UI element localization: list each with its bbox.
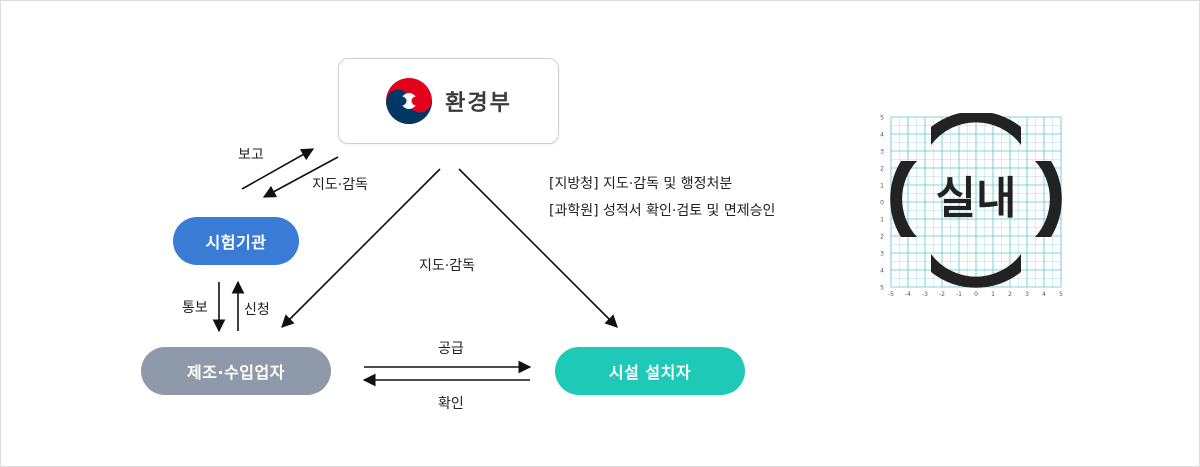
label-guidance-center: 지도·감독	[419, 258, 475, 274]
node-testing-agency-label: 시험기관	[205, 233, 267, 252]
x-tick-label: -2	[939, 291, 945, 298]
x-tick-label: 2	[1008, 291, 1012, 298]
x-tick-label: 1	[991, 291, 995, 298]
indoor-mark-text: 실내	[936, 173, 1017, 224]
ministry-name: 환경부	[445, 91, 512, 116]
y-tick-label: 4	[880, 132, 884, 139]
x-tick-label: 3	[1025, 291, 1029, 298]
x-tick-label: -3	[922, 291, 928, 298]
y-tick-label: 5	[880, 285, 884, 292]
mark-right-arc	[1035, 161, 1062, 237]
y-tick-label: 0	[880, 200, 884, 207]
arrow-report	[241, 148, 315, 190]
label-institute: [과학원] 성적서 확인·검토 및 면제승인	[549, 203, 776, 219]
mark-bottom-arc	[931, 254, 1021, 288]
label-regional-office: [지방청] 지도·감독 및 행정처분	[549, 176, 733, 192]
indoor-mark-grid-figure: 실내 5 4 3 2 1 0 1 2 3 4 5 -5 -4 -3 -2 -1 0 1 2 3 4 5	[880, 113, 1063, 298]
ministry-box: 환경부	[338, 58, 559, 144]
indoor-mark: 실내	[890, 113, 1062, 288]
y-tick-label: 3	[880, 251, 884, 258]
y-tick-label: 2	[880, 234, 884, 241]
label-apply: 신청	[244, 302, 270, 318]
x-tick-label: -4	[905, 291, 911, 298]
node-installer-label: 시설 설치자	[608, 363, 692, 382]
government-emblem-icon	[386, 78, 433, 124]
node-manufacturer: 제조·수입업자	[141, 347, 331, 395]
mark-top-arc	[931, 113, 1021, 145]
arrow-guidance-to-agency	[262, 156, 339, 198]
label-guidance-top: 지도·감독	[312, 177, 368, 193]
y-tick-label: 2	[880, 166, 884, 173]
y-tick-label: 3	[880, 149, 884, 156]
y-tick-label: 4	[880, 268, 884, 275]
node-installer: 시설 설치자	[555, 347, 745, 395]
node-testing-agency: 시험기관	[173, 217, 299, 265]
x-tick-label: 4	[1042, 291, 1046, 298]
label-notify: 통보	[182, 300, 208, 316]
label-report: 보고	[238, 147, 264, 163]
x-tick-label: -5	[888, 291, 894, 298]
y-axis-ticks: 5 4 3 2 1 0 1 2 3 4 5	[880, 115, 884, 292]
node-manufacturer-label: 제조·수입업자	[187, 363, 285, 382]
y-tick-label: 1	[880, 217, 884, 224]
mark-left-arc	[890, 161, 917, 237]
y-tick-label: 1	[880, 183, 884, 190]
label-supply: 공급	[438, 341, 464, 357]
x-tick-label: 0	[974, 291, 978, 298]
x-tick-label: 5	[1059, 291, 1063, 298]
label-confirm: 확인	[438, 396, 464, 412]
y-tick-label: 5	[880, 115, 884, 122]
x-tick-label: -1	[956, 291, 962, 298]
arrow-guidance-to-manufacturer	[281, 168, 441, 328]
arrow-guidance-to-installer	[458, 168, 618, 328]
x-axis-ticks: -5 -4 -3 -2 -1 0 1 2 3 4 5	[888, 291, 1063, 298]
grid-lines	[890, 116, 1062, 288]
